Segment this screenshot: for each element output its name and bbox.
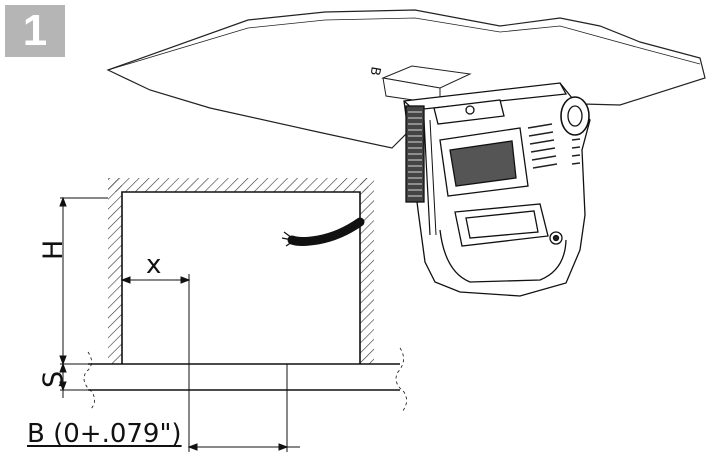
cable <box>281 217 365 247</box>
dimension-s-label: S <box>38 370 69 388</box>
step-number-badge: 1 <box>5 5 65 57</box>
dimension-x-label: x <box>146 250 162 280</box>
wall-opening <box>108 178 374 364</box>
dimension-lines <box>59 196 300 452</box>
dimension-h-label: H <box>38 239 69 260</box>
mounting-panel <box>83 347 407 413</box>
mounted-device <box>403 82 591 297</box>
dimension-b-label: B (0+.079") <box>27 419 182 449</box>
slot-label: B <box>367 65 383 76</box>
